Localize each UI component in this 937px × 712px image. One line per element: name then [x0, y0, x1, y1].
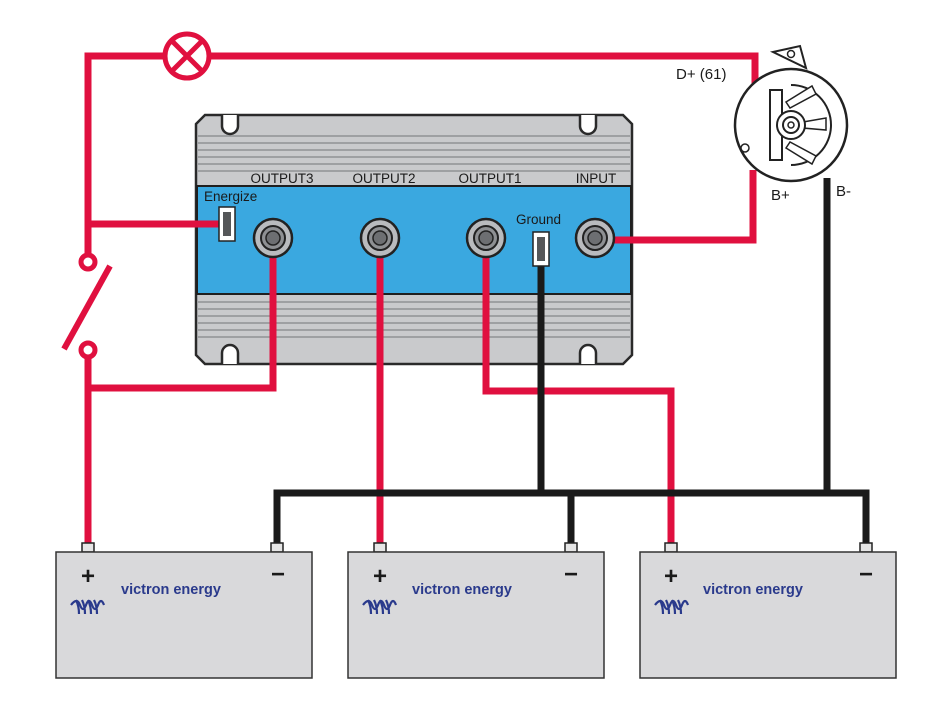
negative-wires: [273, 178, 870, 543]
terminal-label-input: INPUT: [576, 171, 617, 186]
victron-logo-icon: [362, 599, 398, 615]
mounting-slots: [220, 115, 598, 364]
battery-3-plus-post: [664, 542, 678, 553]
battery-3-minus-post: [859, 542, 873, 553]
stud-output2: [359, 217, 401, 259]
battery-1-plus-sign: +: [81, 563, 95, 590]
energize-label: Energize: [204, 189, 257, 204]
battery-1-brand: victron energy: [121, 582, 221, 598]
wire-output3: [88, 245, 277, 392]
stud-output3: [252, 217, 294, 259]
alternator-b-plus-label: B+: [771, 187, 790, 204]
battery-2: + − victron energy: [347, 542, 605, 679]
battery-1-minus-sign: −: [271, 561, 285, 588]
battery-3-plus-sign: +: [664, 563, 678, 590]
isolator: [194, 113, 634, 366]
wire-output1: [482, 245, 675, 543]
terminal-label-output2: OUTPUT2: [352, 171, 415, 186]
battery-2-body: [347, 551, 605, 679]
battery-1: + − victron energy: [55, 542, 313, 679]
alternator-icon: [733, 44, 849, 183]
victron-logo-icon: [70, 599, 106, 615]
battery-2-minus-sign: −: [564, 561, 578, 588]
battery-3-body: [639, 551, 897, 679]
alternator-b-minus-label: B-: [836, 183, 851, 200]
ground-terminal: [532, 231, 550, 267]
warning-lamp-icon: [162, 31, 212, 81]
battery-1-body: [55, 551, 313, 679]
isolator-fins-top: [198, 135, 630, 172]
isolator-studs: [218, 206, 616, 267]
terminal-label-output1: OUTPUT1: [458, 171, 521, 186]
battery-3-minus-sign: −: [859, 561, 873, 588]
energize-terminal: [218, 206, 236, 242]
battery-2-plus-sign: +: [373, 563, 387, 590]
stud-output1: [465, 217, 507, 259]
wire-input-b-plus: [595, 170, 757, 244]
battery-3-brand: victron energy: [703, 582, 803, 598]
battery-2-brand: victron energy: [412, 582, 512, 598]
battery-2-plus-post: [373, 542, 387, 553]
positive-wires: [84, 52, 759, 543]
terminal-label-output3: OUTPUT3: [250, 171, 313, 186]
stud-input: [574, 217, 616, 259]
wire-energize-loop: [84, 52, 759, 228]
victron-logo-icon: [654, 599, 690, 615]
ignition-switch-icon: [61, 252, 113, 360]
battery-3: + − victron energy: [639, 542, 897, 679]
battery-2-minus-post: [564, 542, 578, 553]
alternator-d-plus-label: D+ (61): [676, 66, 726, 83]
battery-1-minus-post: [270, 542, 284, 553]
battery-1-plus-post: [81, 542, 95, 553]
ground-label: Ground: [516, 212, 561, 227]
